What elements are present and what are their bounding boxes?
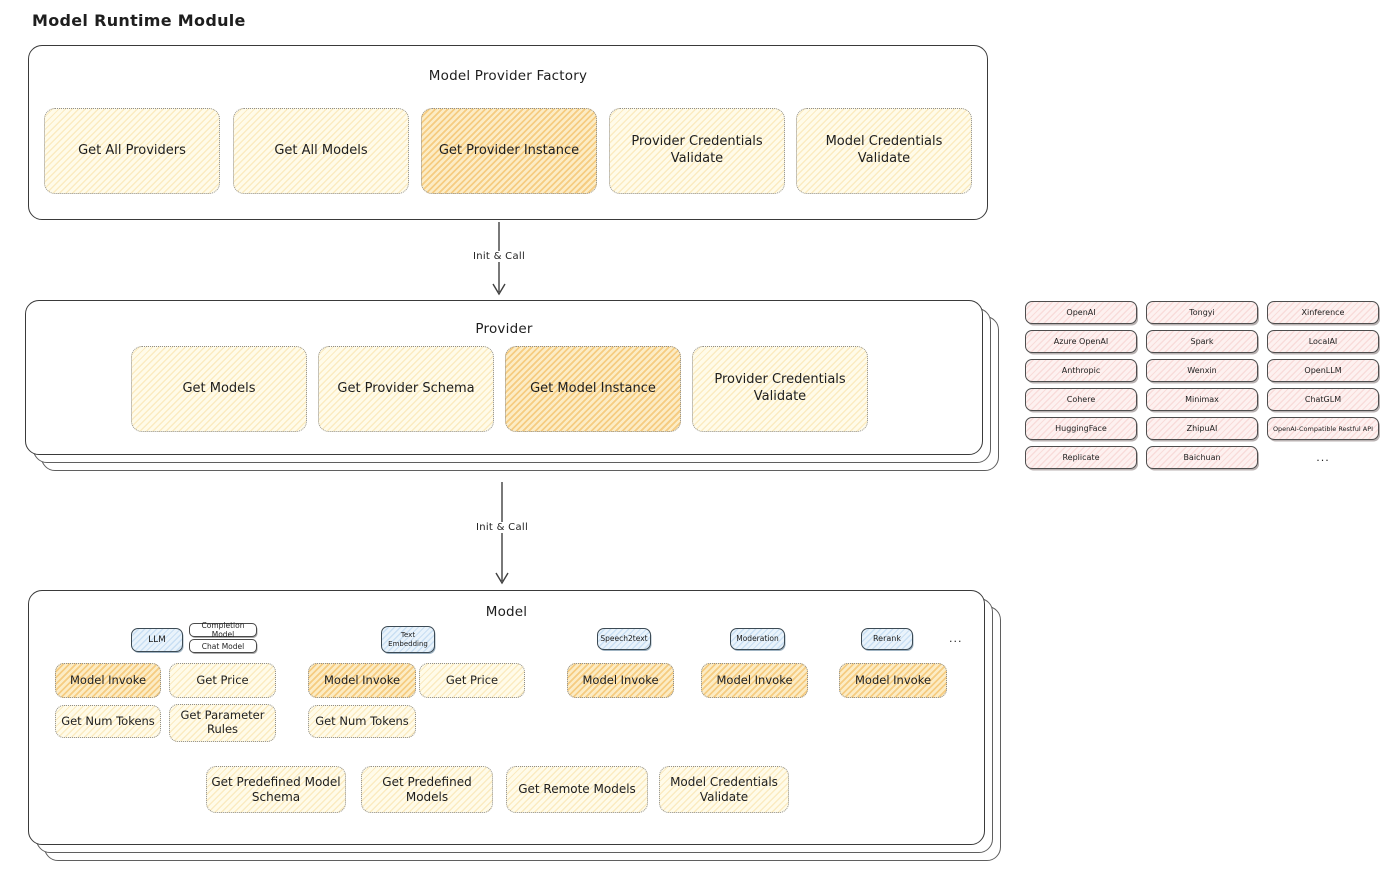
model-tags-more-ellipsis: ...: [949, 632, 963, 645]
init-call-label-2: Init & Call: [471, 522, 533, 533]
provider-chip-zhipuai: ZhipuAI: [1146, 417, 1258, 440]
tag-moderation: Moderation: [730, 628, 785, 650]
init-call-label-1: Init & Call: [468, 251, 530, 262]
provider-chip-spark: Spark: [1146, 330, 1258, 353]
provider-chip-localai: LocalAI: [1267, 330, 1379, 353]
model-card-embedding-get-price: Get Price: [419, 663, 525, 698]
tag-llm: LLM: [131, 628, 183, 652]
model-box-title: Model: [485, 604, 528, 620]
provider-box-title: Provider: [475, 321, 533, 337]
provider-chip-openai: OpenAI: [1025, 301, 1137, 324]
provider-chip-xinference: Xinference: [1267, 301, 1379, 324]
factory-card-model-credentials-validate: Model Credentials Validate: [796, 108, 972, 194]
factory-card-get-all-providers: Get All Providers: [44, 108, 220, 194]
factory-box: Model Provider Factory Get All Providers…: [28, 45, 988, 220]
model-card-get-predefined-models: Get Predefined Models: [361, 766, 493, 813]
factory-box-title: Model Provider Factory: [428, 68, 588, 84]
provider-chip-minimax: Minimax: [1146, 388, 1258, 411]
model-card-llm-get-num-tokens: Get Num Tokens: [55, 705, 161, 738]
model-card-model-credentials-validate: Model Credentials Validate: [659, 766, 789, 813]
model-card-llm-get-price: Get Price: [169, 663, 276, 698]
tag-chat-model: Chat Model: [189, 639, 257, 653]
model-card-get-remote-models: Get Remote Models: [506, 766, 648, 813]
provider-box: Provider Get Models Get Provider Schema …: [25, 300, 983, 455]
provider-card-get-models: Get Models: [131, 346, 307, 432]
provider-chip-wenxin: Wenxin: [1146, 359, 1258, 382]
model-card-llm-get-parameter-rules: Get Parameter Rules: [169, 704, 276, 742]
factory-card-get-provider-instance: Get Provider Instance: [421, 108, 597, 194]
provider-chip-chatglm: ChatGLM: [1267, 388, 1379, 411]
provider-chip-tongyi: Tongyi: [1146, 301, 1258, 324]
provider-list-more-ellipsis: ...: [1316, 451, 1330, 464]
provider-chip-openllm: OpenLLM: [1267, 359, 1379, 382]
factory-card-get-all-models: Get All Models: [233, 108, 409, 194]
diagram-title: Model Runtime Module: [32, 11, 246, 30]
model-card-embedding-get-num-tokens: Get Num Tokens: [308, 705, 416, 738]
provider-card-get-model-instance: Get Model Instance: [505, 346, 681, 432]
model-card-moderation-model-invoke: Model Invoke: [701, 663, 808, 698]
model-card-speech2text-model-invoke: Model Invoke: [567, 663, 674, 698]
provider-card-get-provider-schema: Get Provider Schema: [318, 346, 494, 432]
provider-list: OpenAI Tongyi Xinference Azure OpenAI Sp…: [1025, 301, 1379, 469]
provider-card-provider-credentials-validate: Provider Credentials Validate: [692, 346, 868, 432]
model-card-embedding-model-invoke: Model Invoke: [308, 663, 416, 698]
model-card-get-predefined-model-schema: Get Predefined Model Schema: [206, 766, 346, 813]
provider-chip-replicate: Replicate: [1025, 446, 1137, 469]
tag-text-embedding: Text Embedding: [381, 626, 435, 653]
model-box: Model LLM Completion Model Chat Model Te…: [28, 590, 985, 845]
tag-rerank: Rerank: [861, 628, 913, 650]
provider-chip-cohere: Cohere: [1025, 388, 1137, 411]
provider-chip-huggingface: HuggingFace: [1025, 417, 1137, 440]
init-call-arrow-icon: [495, 482, 509, 585]
provider-chip-anthropic: Anthropic: [1025, 359, 1137, 382]
provider-chip-azure-openai: Azure OpenAI: [1025, 330, 1137, 353]
tag-completion-model: Completion Model: [189, 621, 257, 639]
provider-chip-openai-compatible-restful-api: OpenAI-Compatible Restful API: [1267, 417, 1379, 440]
tag-speech2text: Speech2text: [597, 628, 651, 650]
factory-card-provider-credentials-validate: Provider Credentials Validate: [609, 108, 785, 194]
model-card-rerank-model-invoke: Model Invoke: [839, 663, 947, 698]
model-card-llm-model-invoke: Model Invoke: [55, 663, 161, 698]
provider-chip-baichuan: Baichuan: [1146, 446, 1258, 469]
